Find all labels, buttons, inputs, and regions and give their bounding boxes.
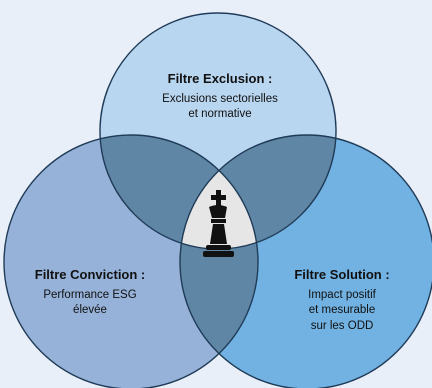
solution-description: Impact positif et mesurable sur les ODD (262, 288, 422, 335)
conviction-description: Performance ESG élevée (10, 288, 170, 319)
exclusion-title: Filtre Exclusion : (167, 71, 273, 86)
exclusion-description: Exclusions sectorielles et normative (130, 92, 310, 123)
solution-line-1: Impact positif (308, 288, 376, 301)
exclusion-line-1: Exclusions sectorielles (162, 92, 278, 105)
label-solution: Filtre Solution : Impact positif et mesu… (262, 266, 422, 334)
label-exclusion: Filtre Exclusion : Exclusions sectoriell… (130, 70, 310, 123)
solution-line-3: sur les ODD (310, 319, 374, 332)
conviction-line-1: Performance ESG (43, 288, 137, 301)
solution-title: Filtre Solution : (294, 267, 390, 282)
solution-line-2: et mesurable (308, 304, 376, 317)
overlap-exclusion-solution (180, 135, 336, 249)
label-conviction: Filtre Conviction : Performance ESG élev… (10, 266, 170, 319)
exclusion-line-2: et normative (188, 108, 252, 121)
conviction-line-2: élevée (73, 304, 107, 317)
chess-king-icon (203, 190, 234, 257)
conviction-title: Filtre Conviction : (34, 267, 146, 282)
overlap-exclusion-conviction (100, 135, 258, 249)
